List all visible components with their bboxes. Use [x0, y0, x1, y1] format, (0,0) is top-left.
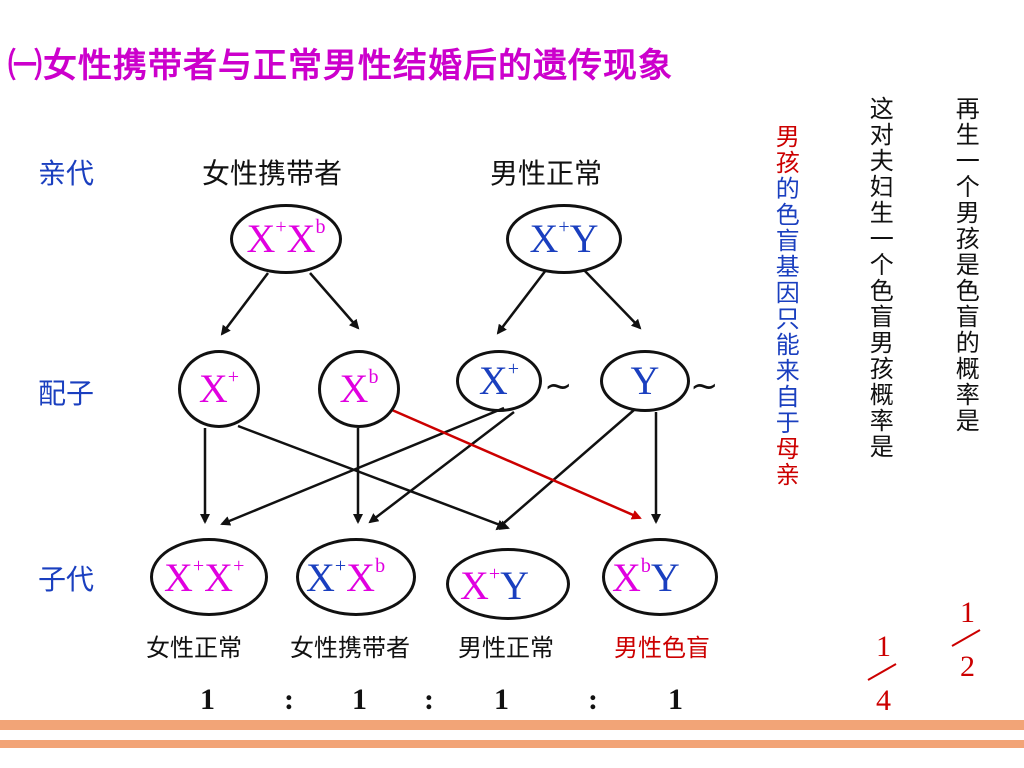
- arrow-g2-to-o4-highlight: [391, 408, 642, 520]
- gamete-4-genotype: Y: [630, 358, 660, 403]
- gamete-2-genotype: Xb: [339, 366, 379, 411]
- phenotype-3: 男性正常: [458, 634, 554, 662]
- parent-female-oval: X+Xb: [230, 204, 342, 274]
- ratio-value-2: 1: [352, 683, 367, 716]
- gamete-3-genotype: X+: [478, 358, 520, 403]
- sperm-tail-icon: ~: [690, 366, 719, 406]
- gamete-2-oval: Xb: [318, 350, 400, 428]
- answer-1-fraction-bar: [867, 663, 897, 681]
- offspring-2-oval: [296, 538, 416, 616]
- footer-bar-bottom: [0, 740, 1024, 748]
- note-boy-gene-source: 男孩的色盲基因只能来自于母亲: [771, 124, 800, 488]
- answer-1-denominator: 4: [876, 684, 891, 717]
- ratio-value-1: 1: [200, 683, 215, 716]
- offspring-1-oval: [150, 538, 268, 616]
- arrow-female-to-g1: [220, 272, 269, 336]
- parent-male-genotype: X+Y: [529, 216, 599, 261]
- note-question-1: 这对夫妇生一个色盲男孩概率是: [865, 96, 894, 460]
- offspring-3-oval: [446, 548, 570, 620]
- answer-2-fraction-bar: [951, 629, 981, 647]
- arrow-g1-to-o3: [237, 424, 510, 530]
- offspring-4-genotype: XbY: [612, 555, 680, 600]
- arrow-male-to-g4: [583, 269, 642, 330]
- offspring-3-genotype: X+Y: [460, 563, 530, 608]
- gamete-1-oval: X+: [178, 350, 260, 428]
- answer-2-numerator: 1: [960, 596, 975, 629]
- offspring-2-genotype: X+Xb: [306, 555, 386, 600]
- row-label-gametes: 配子: [38, 377, 95, 410]
- ratio-value-3: 1: [494, 683, 509, 716]
- parent-female-genotype: X+Xb: [246, 216, 326, 261]
- phenotype-1: 女性正常: [146, 634, 242, 662]
- ratio-separator: :: [284, 683, 294, 716]
- offspring-4-oval: [602, 538, 718, 616]
- arrow-female-to-g2: [309, 272, 360, 330]
- sperm-tail-icon: ~: [544, 366, 573, 406]
- parent-label-male: 男性正常: [490, 157, 603, 190]
- arrow-male-to-g3: [496, 269, 547, 335]
- page-title: ㈠女性携带者与正常男性结婚后的遗传现象: [8, 46, 673, 86]
- phenotype-4: 男性色盲: [614, 634, 710, 662]
- arrow-g3-to-o2: [368, 411, 515, 524]
- phenotype-2: 女性携带者: [290, 634, 410, 662]
- row-label-parental: 亲代: [38, 157, 95, 190]
- gamete-4-oval: Y: [600, 350, 690, 412]
- ratio-separator: :: [424, 683, 434, 716]
- gamete-3-oval: X+: [456, 350, 542, 412]
- arrow-g4-to-o3: [495, 409, 635, 531]
- gamete-1-genotype: X+: [198, 366, 240, 411]
- row-label-offspring: 子代: [38, 563, 95, 596]
- arrow-g3-to-o1: [220, 406, 505, 526]
- footer-bar-top: [0, 720, 1024, 730]
- parent-male-oval: X+Y: [506, 204, 622, 274]
- answer-1-numerator: 1: [876, 630, 891, 663]
- answer-2-denominator: 2: [960, 650, 975, 683]
- note-question-2: 再生一个男孩是色盲的概率是: [951, 96, 980, 434]
- parent-label-female: 女性携带者: [202, 157, 343, 190]
- offspring-1-genotype: X+X+: [164, 555, 245, 600]
- ratio-separator: :: [588, 683, 598, 716]
- ratio-value-4: 1: [668, 683, 683, 716]
